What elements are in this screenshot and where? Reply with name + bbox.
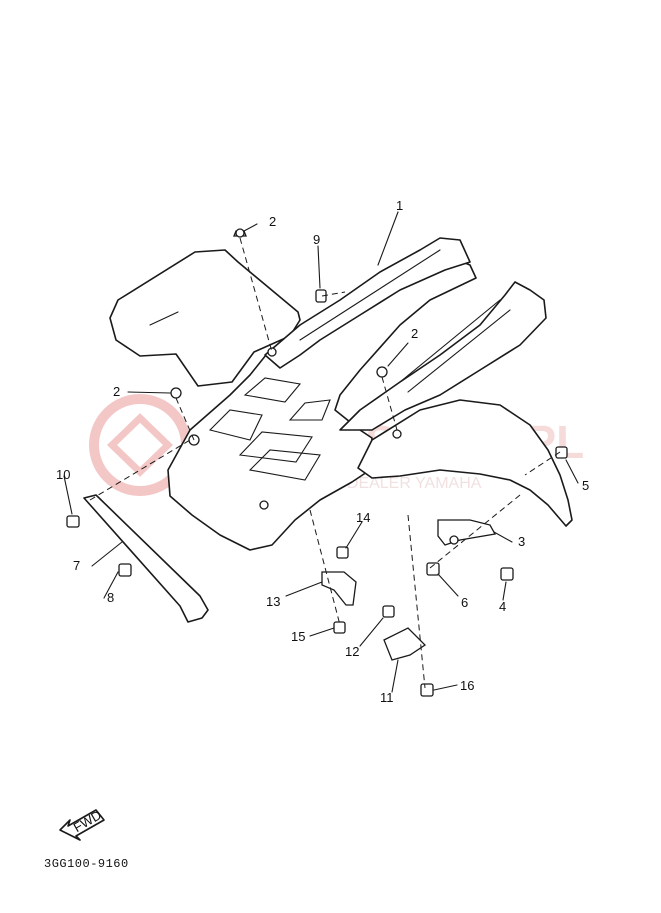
callout-4: 4 — [499, 599, 506, 614]
callout-13: 13 — [266, 594, 280, 609]
fwd-arrow-icon: FWD — [59, 807, 105, 841]
drawing-code: 3GG100-9160 — [44, 857, 129, 871]
callout-2c: 2 — [113, 384, 120, 399]
callout-9: 9 — [313, 232, 320, 247]
callout-16: 16 — [460, 678, 474, 693]
callout-15: 15 — [291, 629, 305, 644]
callout-14: 14 — [356, 510, 370, 525]
callouts: 1 2 2 2 9 10 7 8 5 3 6 4 14 13 15 12 11 … — [56, 198, 589, 705]
callout-2a: 2 — [269, 214, 276, 229]
callout-6: 6 — [461, 595, 468, 610]
callout-11: 11 — [380, 690, 394, 705]
rear-fender — [109, 237, 573, 551]
callout-2b: 2 — [411, 326, 418, 341]
callout-3: 3 — [518, 534, 525, 549]
callout-10: 10 — [56, 467, 70, 482]
fwd-label: FWD — [71, 807, 104, 835]
hardware — [66, 228, 568, 697]
callout-8: 8 — [107, 590, 114, 605]
callout-12: 12 — [345, 644, 359, 659]
callout-7: 7 — [73, 558, 80, 573]
callout-1: 1 — [396, 198, 403, 213]
callout-5: 5 — [582, 478, 589, 493]
leader-lines — [63, 211, 579, 693]
